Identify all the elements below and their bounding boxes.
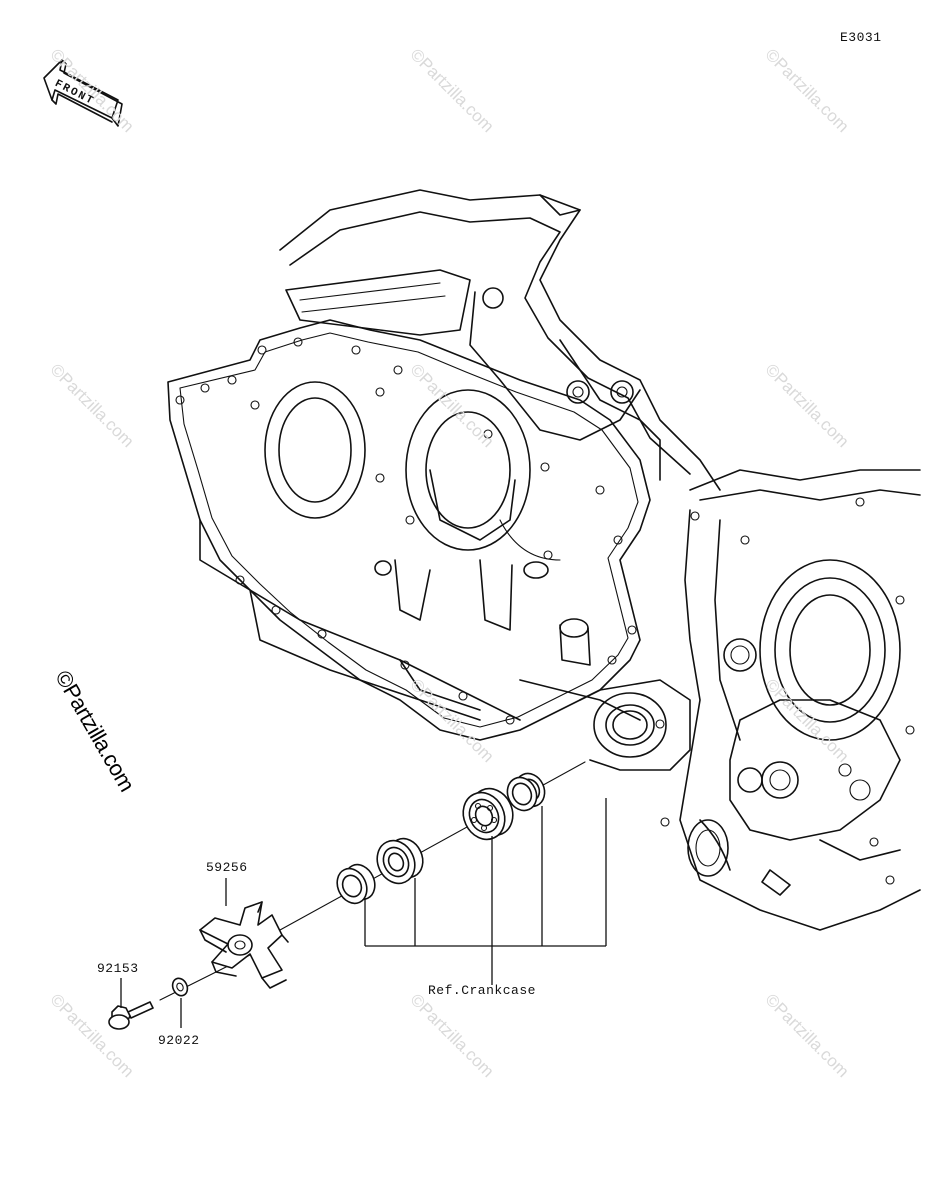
part-number-59256[interactable]: 59256: [206, 860, 248, 875]
seal-outer: [506, 772, 546, 812]
exploded-parts: [108, 761, 607, 1030]
bolt: [108, 1001, 154, 1030]
front-arrow-icon: [43, 59, 123, 127]
oil-seal: [336, 863, 376, 905]
mechanical-seal: [376, 837, 424, 885]
impeller: [199, 901, 289, 989]
washer: [171, 977, 189, 997]
bearing: [462, 787, 514, 841]
part-number-92022[interactable]: 92022: [158, 1033, 200, 1048]
crankcase-drawing: [167, 189, 921, 931]
ref-crankcase-label: Ref.Crankcase: [428, 983, 536, 998]
diagram-code: E3031: [840, 30, 882, 45]
leader-lines: [120, 798, 607, 1028]
part-number-92153[interactable]: 92153: [97, 961, 139, 976]
